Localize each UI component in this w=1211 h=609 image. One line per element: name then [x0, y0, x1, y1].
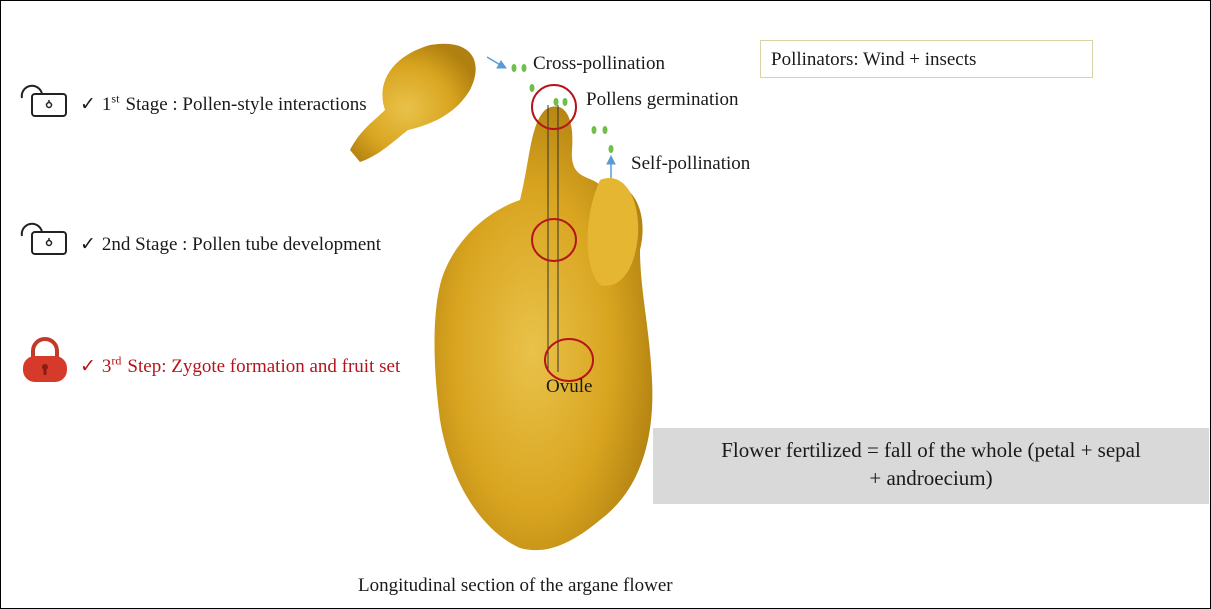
stage-1-label: Stage : Pollen-style interactions	[125, 94, 366, 116]
check-icon: ✓	[80, 355, 96, 378]
stage-1	[18, 76, 68, 131]
stage-2-label: 2nd Stage : Pollen tube development	[102, 234, 381, 256]
fertilized-line-1: Flower fertilized = fall of the whole (p…	[659, 436, 1203, 464]
stage-3	[20, 336, 70, 391]
pollinators-box: Pollinators: Wind + insects	[760, 40, 1093, 78]
stage-3-label: Step: Zygote formation and fruit set	[127, 356, 400, 378]
pollens-germination-label: Pollens germination	[586, 89, 739, 111]
check-icon: ✓	[80, 93, 96, 116]
check-icon: ✓	[80, 233, 96, 256]
stage-1-text: ✓ 1st Stage : Pollen-style interactions	[80, 93, 367, 116]
flower-body	[435, 106, 653, 550]
figure-caption: Longitudinal section of the argane flowe…	[358, 575, 673, 597]
ovule-label: Ovule	[546, 376, 592, 398]
fertilized-note: Flower fertilized = fall of the whole (p…	[653, 428, 1209, 504]
self-pollination-label: Self-pollination	[631, 153, 750, 175]
locked-padlock-icon	[20, 336, 70, 386]
cross-pollination-label: Cross-pollination	[533, 53, 665, 75]
detached-anther	[350, 44, 476, 162]
unlocked-padlock-icon	[18, 214, 68, 264]
unlocked-padlock-icon	[18, 76, 68, 126]
fertilized-line-2: + androecium)	[659, 464, 1203, 492]
stage-3-text: ✓ 3rd Step: Zygote formation and fruit s…	[80, 355, 400, 378]
stage-2	[18, 214, 68, 269]
stage-2-text: ✓ 2nd Stage : Pollen tube development	[80, 233, 381, 256]
